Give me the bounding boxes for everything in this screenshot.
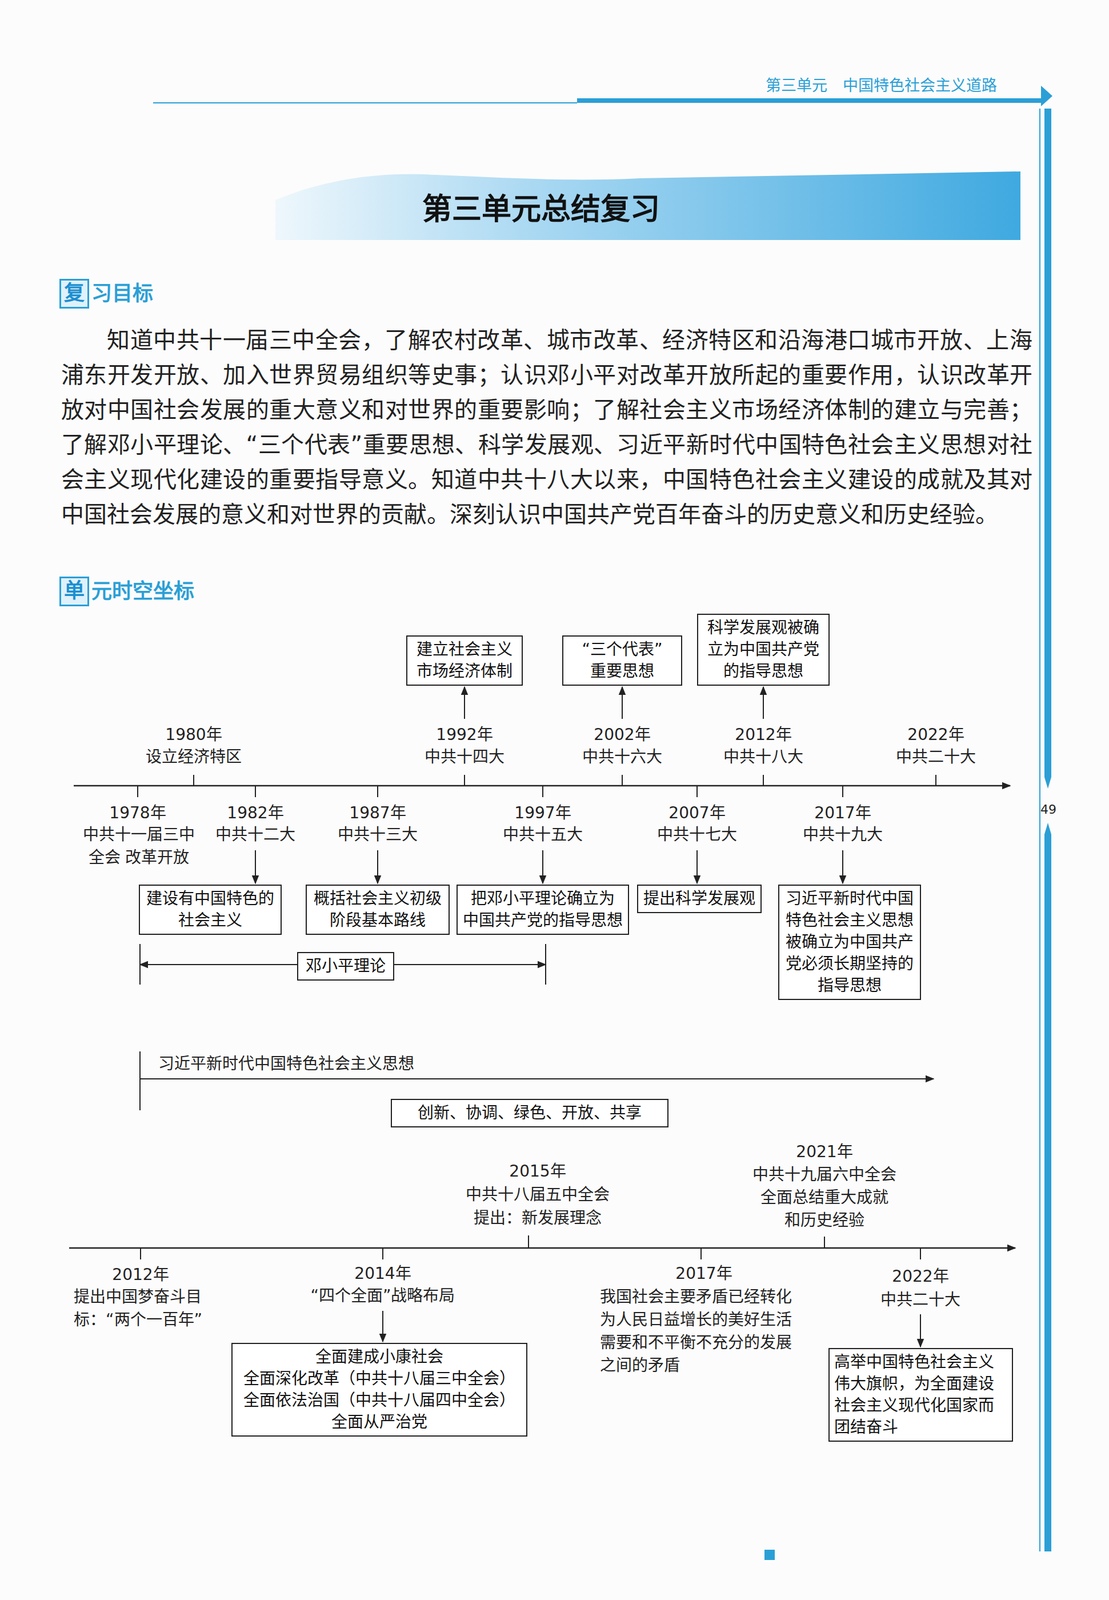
event-box: 把邓小平理论确立为 中国共产党的指导思想	[456, 884, 630, 935]
heading-icon: 复	[59, 278, 90, 309]
timeline-label: 2021年	[738, 1140, 911, 1164]
event-box: 建设有中国特色的 社会主义	[138, 884, 282, 935]
title-band	[275, 171, 1021, 240]
box-text: 建设有中国特色的 社会主义	[144, 887, 276, 932]
timeline-label: 2007年	[645, 801, 749, 825]
event-box: 习近平新时代中国 特色社会主义思想 被确立为中国共产 党必须长期坚持的 指导思想	[778, 884, 922, 1000]
timeline-label: 中共十五大	[491, 823, 595, 847]
timeline-label: 中共十七大	[645, 823, 749, 847]
timeline-label: 中共十二大	[203, 823, 307, 847]
timeline-label: 2017年	[791, 801, 895, 825]
timeline-label: 2017年	[646, 1262, 762, 1285]
timeline-label: “四个全面”战略布局	[285, 1284, 480, 1308]
box-text: 提出科学发展观	[642, 887, 756, 910]
timeline-label: 2012年	[89, 1263, 192, 1287]
box-text: 邓小平理论	[302, 955, 389, 978]
event-box: 全面建成小康社会全面深化改革（中共十八届三中全会）全面依法治国（中共十八届四中全…	[231, 1342, 528, 1437]
timeline-label: 中共十八届五中全会	[440, 1183, 635, 1207]
box-text: 习近平新时代中国 特色社会主义思想 被确立为中国共产 党必须长期坚持的 指导思想	[783, 887, 916, 997]
section-heading: 元时空坐标	[91, 577, 275, 606]
event-box: 邓小平理论	[297, 951, 395, 981]
side-bar	[1044, 834, 1052, 1552]
unit-title: 第三单元总结复习	[275, 190, 807, 228]
box-text: 全面从严治党	[237, 1411, 522, 1433]
event-box: 提出科学发展观	[637, 884, 762, 914]
timeline-label: 1997年	[491, 801, 595, 825]
timeline-label: 2015年	[451, 1159, 624, 1183]
timeline-label: 1978年	[86, 801, 190, 825]
box-text: 科学发展观被确 立为中国共产党 的指导思想	[702, 617, 824, 683]
side-rule	[1039, 108, 1041, 1552]
timeline-label: 中共十三大	[326, 823, 430, 847]
page-number: 49	[1032, 798, 1065, 822]
box-text: “三个代表” 重要思想	[567, 638, 677, 683]
event-box: 科学发展观被确 立为中国共产党 的指导思想	[697, 613, 830, 686]
box-text: 建立社会主义 市场经济体制	[411, 638, 518, 683]
timeline-label: 中共二十大	[878, 745, 994, 769]
timeline-label: 1992年	[407, 723, 522, 747]
corner-square	[764, 1549, 775, 1560]
side-chevron	[1044, 822, 1052, 835]
timeline-label: 2012年	[706, 723, 821, 747]
box-text: 概括社会主义初级 阶段基本路线	[311, 887, 444, 932]
timeline-label: 2002年	[565, 723, 680, 747]
running-header: 第三单元 中国特色社会主义道路	[765, 74, 1040, 98]
heading-icon: 单	[59, 576, 90, 607]
icon-char: 单	[61, 578, 88, 604]
body-paragraph: 知道中共十一届三中全会，了解农村改革、城市改革、经济特区和沿海港口城市开放、上海…	[61, 322, 1033, 532]
header-chevron	[1041, 85, 1053, 107]
event-box: 建立社会主义 市场经济体制	[406, 635, 523, 686]
event-box: “三个代表” 重要思想	[562, 635, 683, 686]
timeline-label: 1980年	[130, 723, 257, 747]
timeline-label: 中共十九大	[791, 823, 895, 847]
timeline-label: 中共二十大	[863, 1288, 978, 1312]
side-chevron	[1044, 777, 1052, 789]
box-text: 把邓小平理论确立为 中国共产党的指导思想	[462, 887, 624, 932]
event-box: 概括社会主义初级 阶段基本路线	[305, 884, 450, 935]
box-text: 创新、协调、绿色、开放、共享	[396, 1102, 663, 1124]
event-box: 创新、协调、绿色、开放、共享	[390, 1098, 669, 1128]
timeline-label: 1987年	[326, 801, 430, 825]
timeline-label: 2014年	[325, 1262, 440, 1285]
header-rule	[153, 102, 578, 104]
timeline-label: 2022年	[878, 723, 994, 747]
box-text: 全面深化改革（中共十八届三中全会）	[237, 1367, 522, 1390]
timeline-label: 中共十九届六中全会	[738, 1163, 911, 1187]
timeline-label: 2022年	[863, 1264, 978, 1288]
side-bar	[1044, 108, 1052, 778]
box-text: 全面建成小康社会	[237, 1346, 522, 1368]
box-text: 高举中国特色社会主义 伟大旗帜，为全面建设 社会主义现代化国家而 团结奋斗	[834, 1351, 1008, 1439]
timeline-label: 设立经济特区	[125, 745, 263, 769]
span-arrow	[139, 1078, 934, 1080]
event-box: 高举中国特色社会主义 伟大旗帜，为全面建设 社会主义现代化国家而 团结奋斗	[828, 1347, 1014, 1442]
timeline-label: 中共十八大	[706, 745, 821, 769]
box-text: 全面依法治国（中共十八届四中全会）	[237, 1389, 522, 1412]
year-ticks	[137, 774, 936, 1260]
section-heading: 习目标	[91, 279, 218, 308]
timeline-label: 习近平新时代中国特色社会主义思想	[158, 1052, 559, 1076]
timeline-label: 提出：新发展理念	[440, 1206, 635, 1230]
timeline-label: 提出中国梦奋斗目 标：“两个一百年”	[73, 1285, 226, 1332]
timeline-axis	[73, 785, 1011, 787]
timeline-label: 中共十四大	[407, 745, 522, 769]
timeline-label: 中共十一届三中 全会 改革开放	[80, 823, 198, 870]
timeline-axis	[69, 1247, 1016, 1249]
header-bar	[577, 98, 1042, 103]
timeline-label: 我国社会主要矛盾已经转化 为人民日益增长的美好生活 需要和不平衡不充分的发展 之…	[599, 1285, 804, 1377]
icon-char: 复	[61, 280, 88, 306]
timeline-label: 全面总结重大成就 和历史经验	[753, 1186, 896, 1232]
timeline-label: 中共十六大	[565, 745, 680, 769]
timeline-label: 1982年	[203, 801, 307, 825]
